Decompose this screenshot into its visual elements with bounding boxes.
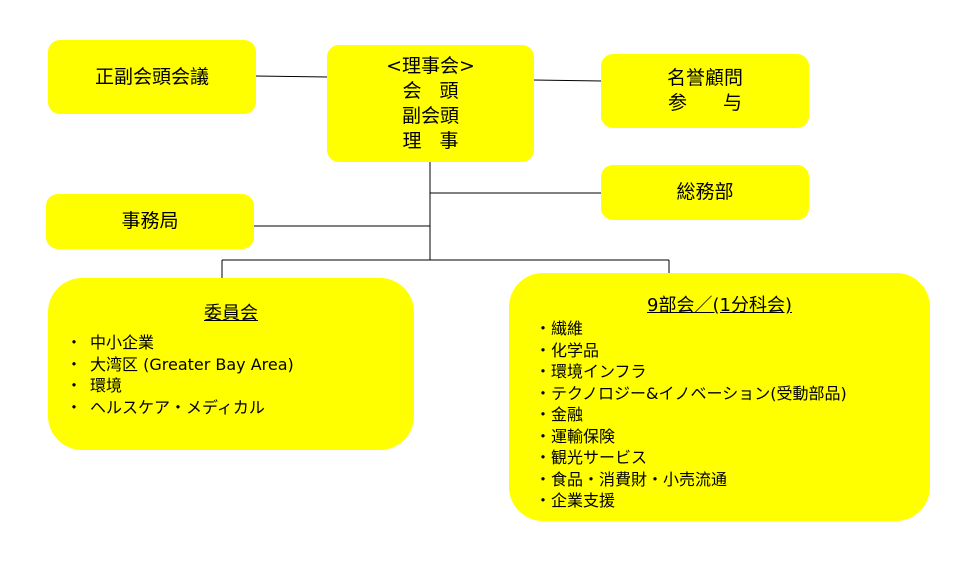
sections-item-label: 運輸保険	[551, 426, 616, 446]
board-title: <理事会>	[386, 54, 475, 77]
sections-item-label: 食品・消費財・小売流通	[551, 469, 728, 489]
board-role-president: 会頭	[402, 79, 477, 102]
sections-list-item: ・食品・消費財・小売流通	[535, 469, 930, 491]
sections-list-item: ・繊維	[535, 318, 930, 340]
committees-list-item: ・ヘルスケア・メディカル	[66, 397, 414, 419]
board-role-director: 理事	[402, 129, 477, 152]
bullet-dot: ・	[535, 426, 552, 446]
committees-item-label: ヘルスケア・メディカル	[90, 397, 265, 417]
committees-title: 委員会	[204, 303, 258, 324]
sections-item-label: 環境インフラ	[551, 362, 647, 381]
bullet-dot: ・	[66, 376, 83, 395]
bullet-dot: ・	[535, 362, 552, 381]
committees-box: 委員会 ・中小企業・大湾区 (Greater Bay Area)・環境・ヘルスケ…	[48, 278, 414, 450]
counselor-label: 参与	[667, 92, 779, 114]
general-affairs-label: 総務部	[676, 181, 734, 203]
sections-item-label: 企業支援	[551, 491, 616, 510]
committees-list-item: ・中小企業	[66, 332, 414, 354]
honorary-text-stack: 名誉顧問 参与	[667, 66, 743, 116]
honorary-advisor-label: 名誉顧問	[666, 67, 743, 89]
bullet-dot: ・	[535, 469, 552, 489]
bullet-dot: ・	[66, 333, 83, 352]
general-affairs-box: 総務部	[601, 165, 809, 220]
vice-president-meeting-box: 正副会頭会議	[48, 40, 256, 114]
sections-item-label: 金融	[551, 405, 584, 424]
sections-item-label: 観光サービス	[551, 448, 648, 467]
sections-item-label: テクノロジー&イノベーション(受動部品)	[551, 383, 847, 403]
line-board-to-honorary	[532, 79, 603, 82]
committees-item-label: 中小企業	[90, 333, 155, 352]
committees-list-item: ・環境	[66, 375, 414, 397]
sections-list-item: ・金融	[535, 404, 930, 426]
committees-list-item: ・大湾区 (Greater Bay Area)	[66, 354, 414, 376]
sections-box: 9部会／(1分科会) ・繊維・化学品・環境インフラ・テクノロジー&イノベーション…	[509, 273, 930, 521]
sections-list-item: ・運輸保険	[535, 426, 930, 448]
sections-list-item: ・化学品	[535, 340, 930, 362]
committees-item-label: 環境	[90, 376, 123, 395]
vice-president-meeting-label: 正副会頭会議	[94, 65, 209, 88]
board-role-vice-president: 副会頭	[401, 104, 459, 127]
committees-item-label: 大湾区 (Greater Bay Area)	[90, 354, 294, 374]
bullet-dot: ・	[535, 319, 552, 338]
bullet-dot: ・	[535, 383, 552, 403]
line-vp-meeting-to-board	[254, 75, 329, 78]
secretariat-box: 事務局	[46, 194, 254, 249]
sections-item-label: 化学品	[551, 340, 600, 360]
honorary-advisor-box: 名誉顧問 参与	[601, 54, 809, 128]
bullet-dot: ・	[535, 448, 552, 467]
bullet-dot: ・	[535, 491, 552, 510]
board-of-directors-box: <理事会> 会頭 副会頭 理事	[327, 45, 534, 162]
sections-list-item: ・テクノロジー&イノベーション(受動部品)	[535, 383, 930, 405]
sections-item-label: 繊維	[551, 319, 584, 338]
board-text-stack: <理事会> 会頭 副会頭 理事	[386, 54, 475, 154]
bullet-dot: ・	[535, 340, 552, 360]
sections-list-item: ・企業支援	[535, 490, 930, 512]
bullet-dot: ・	[66, 397, 83, 417]
sections-list: ・繊維・化学品・環境インフラ・テクノロジー&イノベーション(受動部品)・金融・運…	[535, 318, 930, 512]
sections-title: 9部会／(1分科会)	[647, 295, 792, 316]
bullet-dot: ・	[66, 354, 83, 374]
bullet-dot: ・	[535, 405, 552, 424]
sections-list-item: ・環境インフラ	[535, 361, 930, 383]
sections-list-item: ・観光サービス	[535, 447, 930, 469]
secretariat-label: 事務局	[121, 210, 179, 232]
committees-list: ・中小企業・大湾区 (Greater Bay Area)・環境・ヘルスケア・メデ…	[66, 332, 414, 418]
